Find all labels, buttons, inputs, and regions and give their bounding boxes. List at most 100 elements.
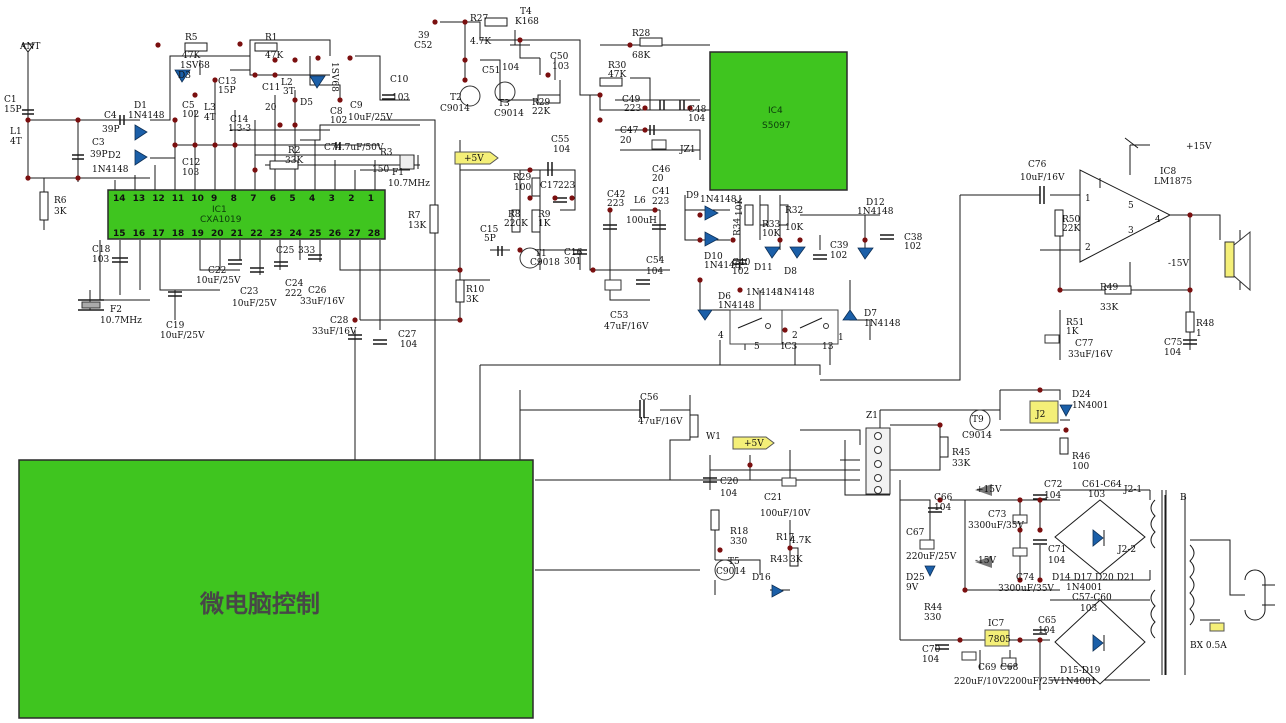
label-d8-value: 1N4148 bbox=[778, 288, 815, 298]
label-c41: C41 bbox=[652, 187, 670, 197]
label-c20-value: 104 bbox=[720, 489, 737, 499]
label-c19: C19 bbox=[166, 321, 185, 331]
label-c72: C72 bbox=[1044, 480, 1062, 490]
label-d6: D6 bbox=[718, 292, 731, 302]
label-r33: R33 bbox=[762, 220, 781, 230]
label-c13-value: 15P bbox=[218, 86, 236, 96]
label-d3: D3 bbox=[178, 71, 191, 81]
capacitors bbox=[22, 94, 1197, 667]
label-c55-value: 104 bbox=[553, 145, 570, 155]
label-c48-value: 104 bbox=[688, 114, 705, 124]
label-c69: C69 bbox=[978, 663, 997, 673]
label-c66: C66 bbox=[934, 493, 953, 503]
label-c20: C20 bbox=[720, 477, 739, 487]
label-r18-value: 330 bbox=[730, 537, 747, 547]
ic3-switch-box bbox=[729, 309, 839, 345]
ic1-pin-top: 6 bbox=[270, 194, 276, 204]
label-d10-value: 1N4148 bbox=[704, 261, 741, 271]
ic1-pin-top: 3 bbox=[329, 194, 335, 204]
label-ic3-pin1: 1 bbox=[838, 333, 844, 343]
label-r2: R2 bbox=[288, 146, 301, 156]
ic4-name: IC4 bbox=[768, 106, 783, 116]
label-d2: D2 bbox=[108, 151, 121, 161]
label-c77: C77 bbox=[1075, 339, 1094, 349]
label-r32-value: 10K bbox=[785, 223, 803, 233]
label-r30-value: 47K bbox=[608, 70, 626, 80]
label-j2-2: J2-2 bbox=[1117, 545, 1136, 555]
label-t9: T9 bbox=[972, 415, 984, 425]
diodes bbox=[134, 69, 1073, 598]
ic1-pin-bottom: 25 bbox=[309, 229, 322, 239]
junction-nodes bbox=[25, 19, 1193, 643]
ic1-pin-top: 9 bbox=[211, 194, 217, 204]
bridge-rectifier-lower bbox=[1054, 599, 1146, 685]
label-c12: C12 bbox=[182, 158, 200, 168]
label-c73-value: 3300uF/35V bbox=[968, 521, 1024, 531]
label-d25-value: 9V bbox=[906, 583, 919, 593]
label-c27: C27 bbox=[398, 330, 417, 340]
label-t4: T4 bbox=[520, 7, 532, 17]
ic1-name: IC1 bbox=[212, 205, 227, 215]
label-c75: C75 bbox=[1164, 338, 1183, 348]
label-c7: C7 bbox=[324, 143, 337, 153]
label-ic3: IC3 bbox=[781, 342, 797, 352]
label-f1: F1 bbox=[392, 168, 404, 178]
ic1-pin-bottom: 17 bbox=[152, 229, 165, 239]
label-d14-value: 1N4001 bbox=[1066, 583, 1103, 593]
label-r34-value: 10K bbox=[735, 198, 745, 216]
ic1-pin-bottom: 27 bbox=[348, 229, 361, 239]
label-r7: R7 bbox=[408, 211, 421, 221]
svg-text:4: 4 bbox=[1155, 215, 1161, 225]
label-d3-value: 1SV68 bbox=[180, 61, 210, 71]
label-c72-value: 104 bbox=[1044, 491, 1061, 501]
label-t3-value: C9014 bbox=[494, 109, 524, 119]
label-l3-value: 4T bbox=[204, 113, 216, 123]
label-r9: R9 bbox=[538, 210, 551, 220]
label-r6: R6 bbox=[54, 196, 67, 206]
ic1-pin-top: 8 bbox=[231, 194, 237, 204]
label-r29-value: 100 bbox=[514, 183, 531, 193]
label-j2-1: J2-1 bbox=[1123, 485, 1142, 495]
j2-relay bbox=[1029, 400, 1059, 424]
label-c42: C42 bbox=[607, 190, 625, 200]
label-z1: Z1 bbox=[866, 411, 878, 421]
label-l6: L6 bbox=[634, 196, 646, 206]
ic4-chip: IC4 S5097 bbox=[709, 51, 848, 191]
label-ic3-pin5: 5 bbox=[754, 342, 760, 352]
label-c46-value: 20 bbox=[652, 174, 664, 184]
plus5-tag-b bbox=[732, 436, 775, 450]
label-ic3-pin13: 13 bbox=[822, 342, 834, 352]
ic1-pin-bottom: 20 bbox=[211, 229, 224, 239]
label-ic8-value: LM1875 bbox=[1154, 177, 1192, 187]
label-c65: C65 bbox=[1038, 616, 1057, 626]
label-c49-value: 223 bbox=[624, 104, 641, 114]
label-c50: C50 bbox=[550, 52, 569, 62]
label-c76-value: 10uF/16V bbox=[1020, 173, 1065, 183]
label-c38: C38 bbox=[904, 233, 923, 243]
label-c3: C3 bbox=[92, 138, 105, 148]
label-c7-value: 4.7uF/50V bbox=[336, 143, 384, 153]
label-c42-value: 223 bbox=[607, 199, 624, 209]
label-r44-value: 330 bbox=[924, 613, 941, 623]
ic1-pin-bottom: 24 bbox=[289, 229, 302, 239]
label-c22: C22 bbox=[208, 266, 226, 276]
ic4-part: S5097 bbox=[762, 121, 791, 131]
label-t1-value: C9018 bbox=[530, 258, 560, 268]
label-c24-value: 222 bbox=[285, 289, 302, 299]
label-c38-value: 102 bbox=[904, 242, 921, 252]
plus5-tag-a bbox=[454, 151, 499, 165]
label-c47-value: 20 bbox=[620, 136, 632, 146]
ic1-pin-bottom: 26 bbox=[329, 229, 342, 239]
label-d11: D11 bbox=[754, 263, 773, 273]
label-r2-value: 33K bbox=[285, 156, 303, 166]
label-c70-value: 104 bbox=[922, 655, 939, 665]
label-r49-value: 33K bbox=[1100, 303, 1118, 313]
label-r28: R28 bbox=[632, 29, 651, 39]
label-c14-value: 1.3-3 bbox=[228, 124, 251, 134]
label-r30: R30 bbox=[608, 61, 627, 71]
label-d14: D14 D17 D20 D21 bbox=[1052, 573, 1135, 583]
label-c74: C74 bbox=[1016, 573, 1035, 583]
label-plus5-b: +5V bbox=[744, 439, 764, 449]
label-d25: D25 bbox=[906, 573, 925, 583]
label-t2-value: C9014 bbox=[440, 104, 470, 114]
